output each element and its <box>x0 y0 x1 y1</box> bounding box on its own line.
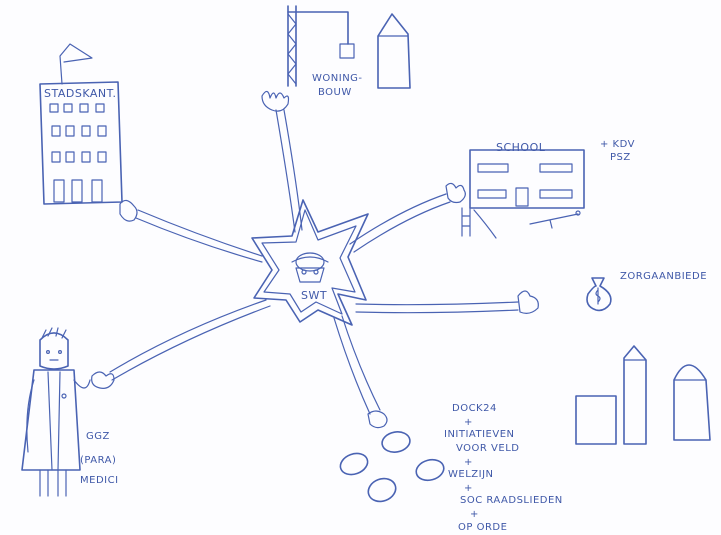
care-label: ZORGAANBIEDE <box>620 271 708 282</box>
hand-right-up <box>445 182 466 204</box>
church-drawing <box>575 345 711 445</box>
housing-drawing <box>287 5 411 89</box>
network-line-5: + <box>464 457 473 468</box>
doctor-label-3: MEDICI <box>80 475 119 486</box>
hand-left-down <box>91 371 115 389</box>
hand-right <box>517 290 539 314</box>
network-line-6: WELZIJN <box>448 469 494 480</box>
center-label: SWT <box>301 289 328 302</box>
arms <box>91 90 539 429</box>
network-line-3: INITIATIEVEN <box>444 429 515 440</box>
center-star <box>251 199 369 326</box>
network-line-1: DOCK24 <box>452 403 497 414</box>
network-ovals <box>339 431 445 503</box>
hand-down <box>367 410 388 429</box>
housing-label-1: WONING- <box>312 73 363 84</box>
network-line-2: + <box>464 417 473 428</box>
school-extra-1: + KDV <box>600 139 635 150</box>
network-line-8: SOC RAADSLIEDEN <box>460 495 563 506</box>
school-drawing <box>461 149 585 239</box>
city-hall-drawing <box>39 43 123 205</box>
network-line-9: + <box>470 509 479 520</box>
network-line-7: + <box>464 483 473 494</box>
city-hall-label: STADSKANT. <box>44 87 117 100</box>
hand-left-up <box>119 199 138 222</box>
school-extra-2: PSZ <box>610 152 631 163</box>
network-line-4: VOOR VELD <box>456 443 520 454</box>
doctor-drawing <box>21 327 91 497</box>
money-bag-icon <box>586 277 612 312</box>
hand-up <box>261 90 290 112</box>
housing-label-2: BOUW <box>318 87 352 98</box>
doctor-label-2: (PARA) <box>80 455 117 466</box>
doctor-label-1: GGZ <box>86 431 110 442</box>
network-line-10: OP ORDE <box>458 522 508 533</box>
school-label: SCHOOL <box>496 141 546 154</box>
